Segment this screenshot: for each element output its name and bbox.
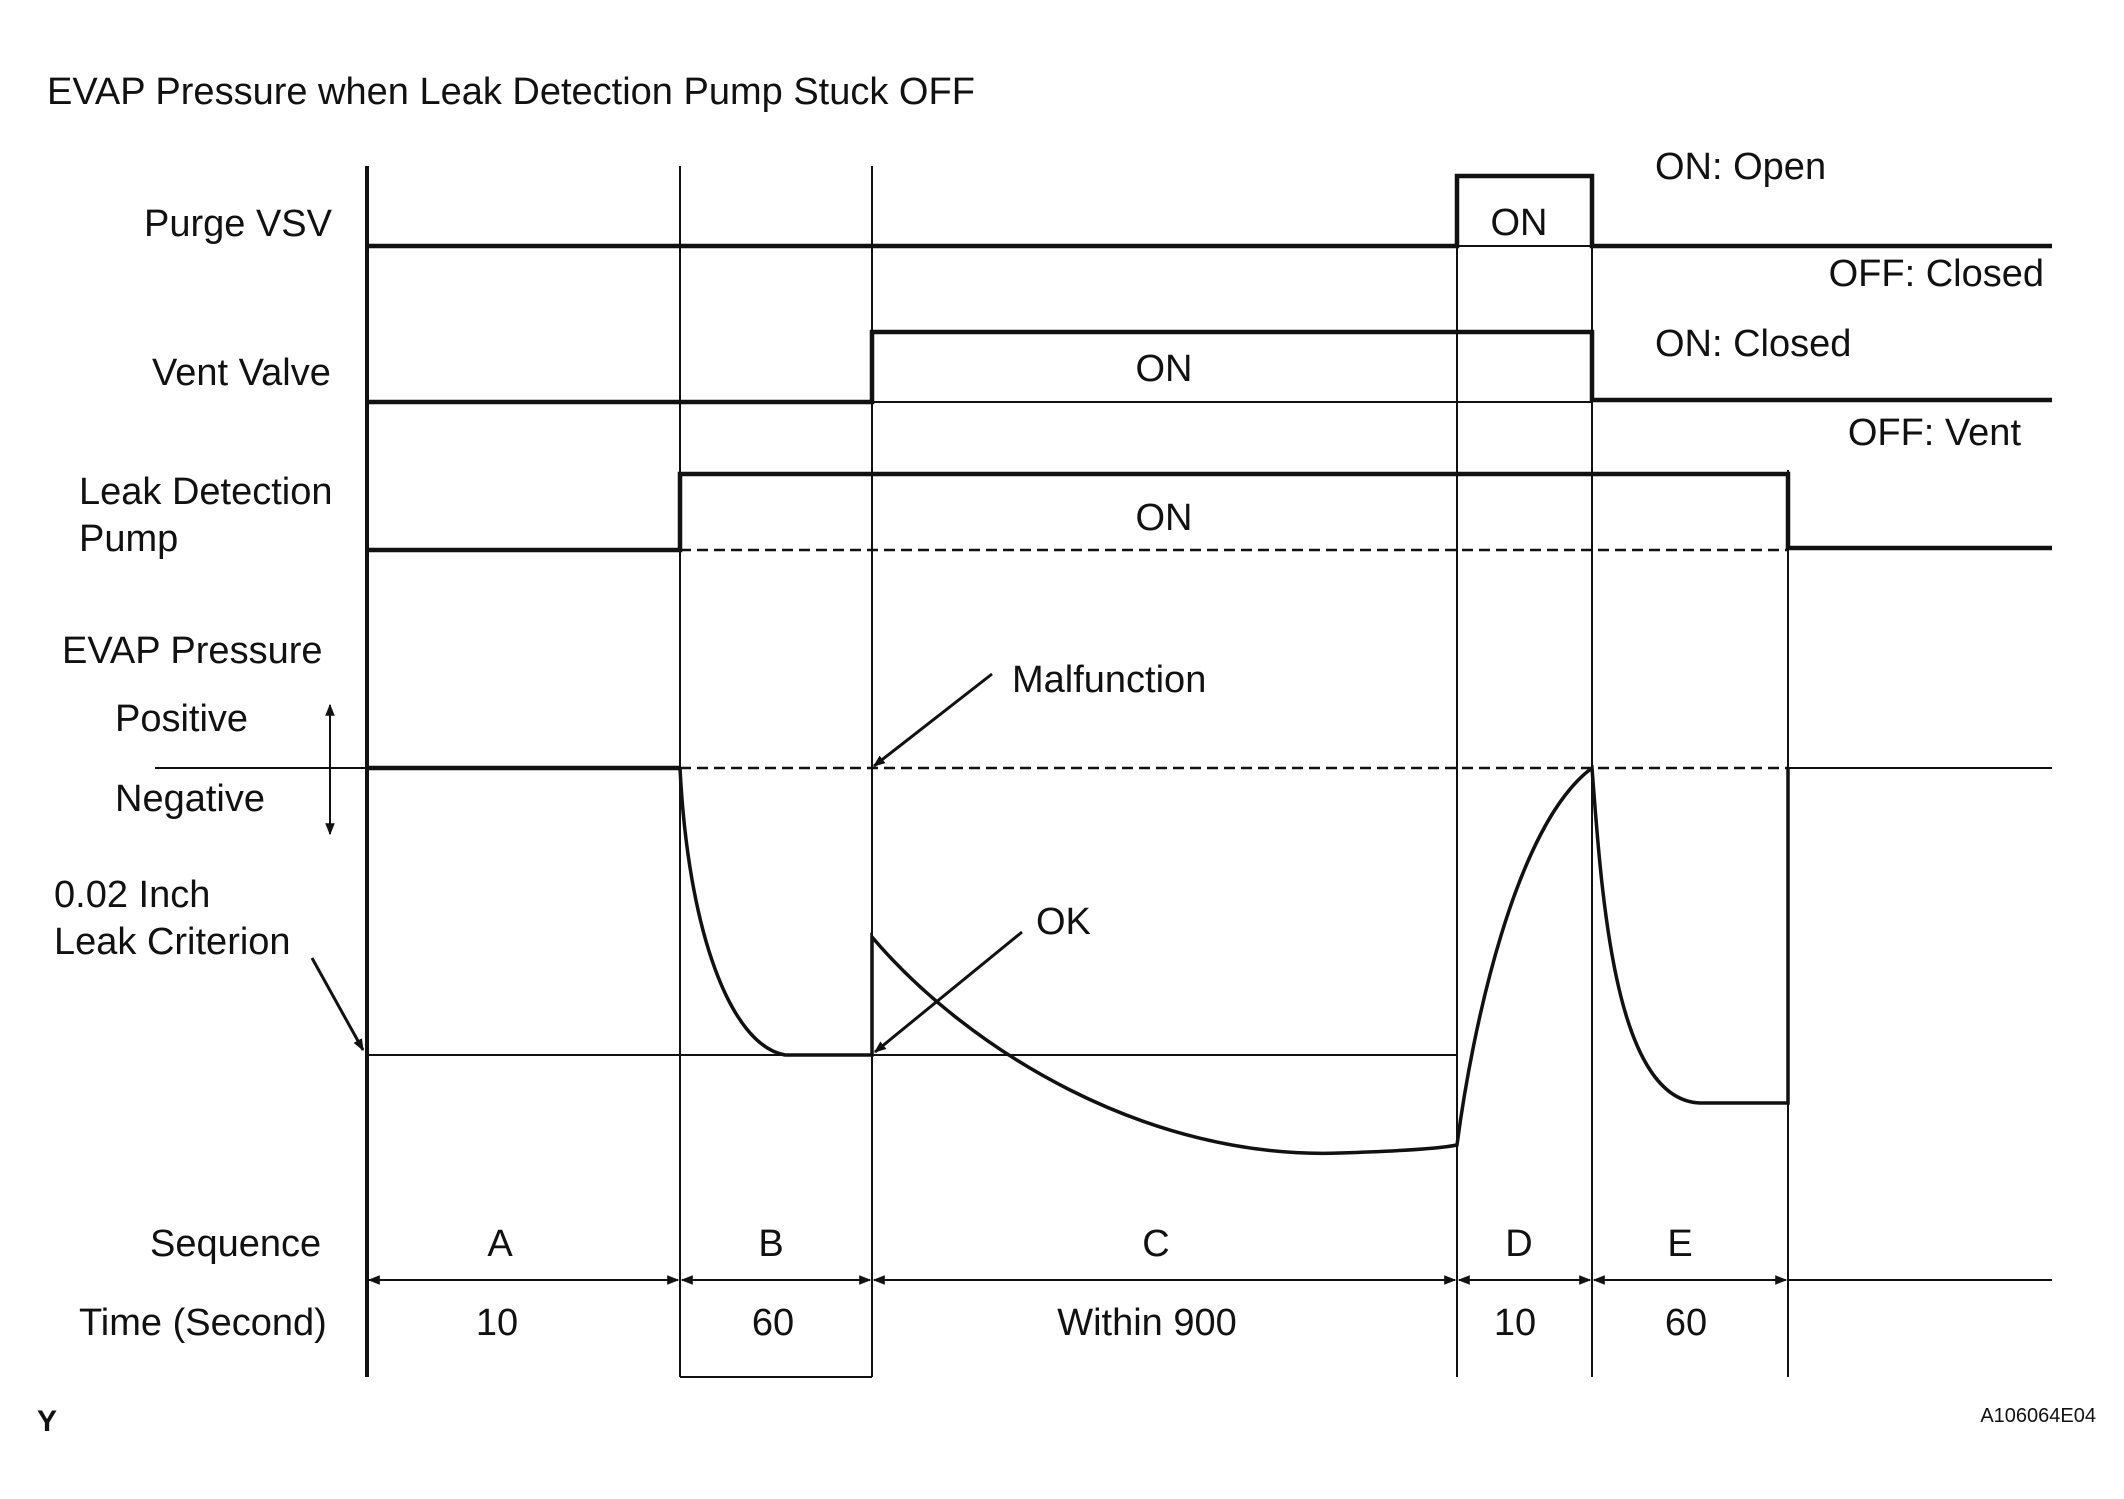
leak-pump-commanded-signal: [367, 471, 2052, 553]
sequence-step-a: A: [487, 1223, 513, 1265]
time-step-c: Within 900: [1057, 1302, 1237, 1344]
criterion-label-line1: 0.02 Inch: [54, 874, 210, 916]
sequence-step-d: D: [1505, 1223, 1532, 1265]
evap-pressure-curve: [678, 764, 1790, 1156]
time-step-e: 60: [1665, 1302, 1707, 1344]
purge-vsv-state-off: OFF: Closed: [1829, 253, 2044, 295]
sequence-step-e: E: [1667, 1223, 1692, 1265]
vent-valve-state-on: ON: Closed: [1655, 323, 1851, 365]
malfunction-pointer-arrow: [873, 672, 993, 768]
sequence-label: Sequence: [150, 1223, 321, 1265]
sequence-step-b: B: [758, 1223, 783, 1265]
purge-vsv-on-text: ON: [1491, 202, 1548, 244]
sequence-step-c: C: [1142, 1223, 1169, 1265]
vent-valve-label: Vent Valve: [152, 352, 331, 394]
ok-pointer-arrow: [874, 930, 1023, 1054]
sequence-step-times: 10 60 Within 900 10 60: [476, 1302, 1707, 1344]
purge-vsv-signal: [367, 173, 2052, 249]
pressure-positive-label: Positive: [115, 698, 248, 740]
vent-valve-on-text: ON: [1136, 348, 1193, 390]
vent-valve-state-off: OFF: Vent: [1848, 412, 2022, 454]
purge-vsv-label: Purge VSV: [144, 203, 333, 245]
purge-vsv-state-on: ON: Open: [1655, 146, 1826, 188]
leak-pump-on-text: ON: [1136, 497, 1193, 539]
time-label: Time (Second): [79, 1302, 327, 1344]
time-step-b: 60: [752, 1302, 794, 1344]
phase-boundaries: [679, 166, 1789, 1378]
vent-valve-signal: [367, 329, 2052, 405]
criterion-label-line2: Leak Criterion: [54, 921, 291, 963]
time-step-a: 10: [476, 1302, 518, 1344]
criterion-pointer-arrow: [310, 957, 365, 1052]
leak-pump-label-line1: Leak Detection: [79, 471, 333, 513]
time-step-d: 10: [1494, 1302, 1536, 1344]
leak-pump-label-line2: Pump: [79, 518, 178, 560]
footer-left-mark: Y: [37, 1405, 57, 1438]
ok-label: OK: [1036, 901, 1091, 943]
pressure-negative-label: Negative: [115, 778, 265, 820]
malfunction-label: Malfunction: [1012, 659, 1206, 701]
figure-code: A106064E04: [1980, 1405, 2096, 1427]
diagram-title: EVAP Pressure when Leak Detection Pump S…: [47, 71, 975, 113]
sequence-step-names: A B C D E: [487, 1223, 1692, 1265]
evap-pressure-label: EVAP Pressure: [62, 630, 323, 672]
